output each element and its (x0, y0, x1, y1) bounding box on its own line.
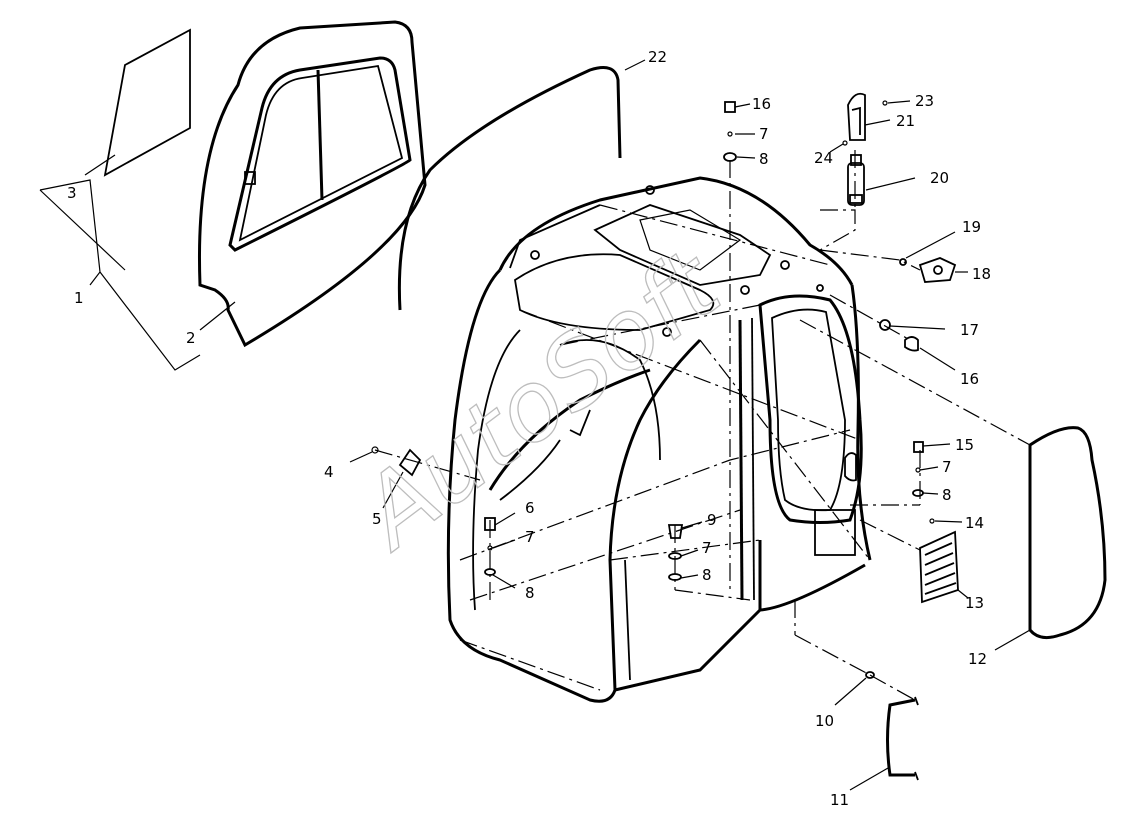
callout-6: 6 (525, 499, 535, 517)
callout-7a: 7 (525, 528, 535, 546)
callout-5: 5 (372, 510, 382, 528)
callout-8d: 8 (759, 150, 769, 168)
callout-13: 13 (965, 594, 984, 612)
callout-23: 23 (915, 92, 934, 110)
callout-21: 21 (896, 112, 915, 130)
part-2-door (198, 20, 427, 348)
part-3-glass-pane (103, 28, 191, 177)
hidden-structure-lines (459, 204, 871, 691)
part-12-side-glass (1028, 426, 1107, 640)
callout-14: 14 (965, 514, 984, 532)
callout-16b: 16 (960, 370, 979, 388)
callout-11: 11 (830, 791, 849, 809)
callout-3: 3 (67, 184, 77, 202)
callout-8c: 8 (942, 486, 952, 504)
callout-18: 18 (972, 265, 991, 283)
part-22-weather-strip (397, 66, 622, 311)
callout-9: 9 (707, 511, 717, 529)
callout-16a: 16 (752, 95, 771, 113)
callout-8b: 8 (702, 566, 712, 584)
cab-body (446, 176, 872, 703)
callout-8a: 8 (525, 584, 535, 602)
callout-17: 17 (960, 321, 979, 339)
part-13-louver (919, 530, 959, 604)
leader-lines (39, 59, 1031, 791)
part-11-grab-handle (886, 696, 919, 781)
callout-10: 10 (815, 712, 834, 730)
callout-20: 20 (930, 169, 949, 187)
callout-19: 19 (962, 218, 981, 236)
callout-7c: 7 (942, 458, 952, 476)
callout-7d: 7 (759, 125, 769, 143)
assembly-center-lines (374, 150, 1031, 701)
callout-1: 1 (74, 289, 84, 307)
callout-12: 12 (968, 650, 987, 668)
callout-7b: 7 (702, 539, 712, 557)
callout-labels: 1 2 3 4 5 6 7 8 9 7 8 10 11 12 13 14 15 … (67, 48, 991, 809)
callout-2: 2 (186, 329, 196, 347)
callout-15: 15 (955, 436, 974, 454)
watermark: AutoSoft (337, 228, 743, 572)
callout-22: 22 (648, 48, 667, 66)
callout-24: 24 (814, 149, 833, 167)
callout-4: 4 (324, 463, 334, 481)
hardware-parts (371, 92, 959, 781)
